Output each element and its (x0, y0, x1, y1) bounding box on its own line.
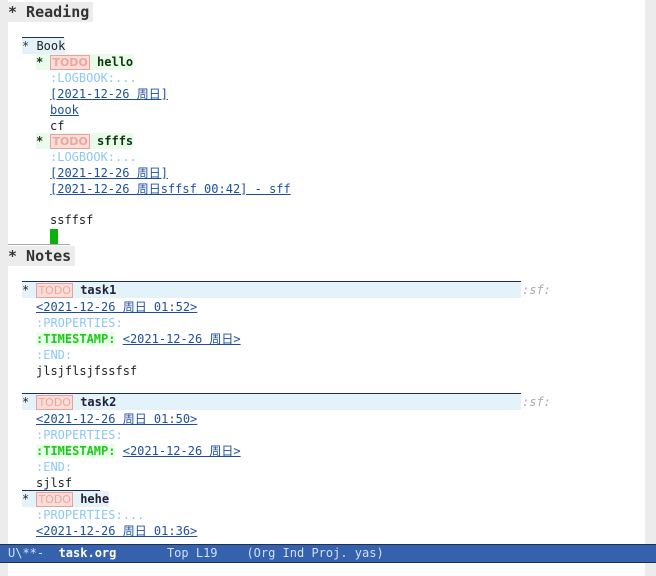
property-key: :TIMESTAMP: (36, 332, 116, 346)
tag[interactable]: :sf: (522, 395, 551, 409)
clock-link[interactable]: [2021-12-26 周日sffsf 00:42] - sff (50, 182, 291, 196)
timestamp-link[interactable]: <2021-12-26 周日 01:36> (36, 524, 198, 538)
heading-hehe[interactable]: * TODO hehe (22, 491, 110, 507)
properties-drawer[interactable]: :PROPERTIES:... (36, 508, 145, 522)
modeline-state: U\**- (8, 546, 45, 560)
properties-drawer[interactable]: :PROPERTIES: (36, 428, 123, 442)
body-text: cf (50, 119, 65, 133)
timestamp-link[interactable]: [2021-12-26 周日] (50, 166, 168, 180)
book-title: Book (36, 39, 66, 53)
heading-task2[interactable]: * TODO task2 (22, 394, 521, 410)
task2-title: task2 (80, 395, 117, 409)
right-fringe (645, 0, 656, 576)
left-fringe (0, 0, 8, 576)
timestamp-link[interactable]: <2021-12-26 周日 01:50> (36, 412, 198, 426)
timestamp-link[interactable]: <2021-12-26 周日 01:52> (36, 300, 198, 314)
drawer-end: :END: (36, 348, 73, 362)
heading-book[interactable]: * Book (22, 38, 66, 54)
heading-reading[interactable]: * Reading (8, 2, 94, 22)
book-link[interactable]: book (50, 103, 79, 117)
heading-task1[interactable]: * TODO task1 (22, 282, 521, 298)
hehe-title: hehe (80, 492, 110, 506)
logbook-drawer[interactable]: :LOGBOOK:... (50, 150, 137, 164)
heading-hello[interactable]: * TODO hello (36, 54, 134, 70)
timestamp-link[interactable]: [2021-12-26 周日] (50, 87, 168, 101)
property-timestamp: :TIMESTAMP: <2021-12-26 周日> (36, 443, 241, 459)
tag[interactable]: :sf: (522, 283, 551, 297)
heading-sfffs[interactable]: * TODO sfffs (36, 133, 134, 149)
sfffs-title: sfffs (97, 134, 134, 148)
properties-drawer[interactable]: :PROPERTIES: (36, 316, 123, 330)
mode-line[interactable]: U\**- task.org Top L19 (Org Ind Proj. ya… (0, 544, 656, 563)
modeline-modes[interactable]: (Org Ind Proj. yas) (246, 546, 384, 560)
body-text: sjlsf (36, 476, 73, 490)
todo-keyword[interactable]: TODO (50, 134, 90, 149)
todo-keyword[interactable]: TODO (36, 283, 73, 298)
property-value-link[interactable]: <2021-12-26 周日> (122, 444, 241, 458)
text-cursor (50, 229, 58, 244)
body-text: ssffsf (50, 213, 94, 227)
heading-notes[interactable]: * Notes (8, 246, 76, 266)
property-value-link[interactable]: <2021-12-26 周日> (122, 332, 241, 346)
modeline-buffer[interactable]: task.org (58, 546, 117, 560)
todo-keyword[interactable]: TODO (36, 395, 73, 410)
hello-title: hello (97, 55, 134, 69)
body-text: jlsjflsjfssfsf (36, 364, 138, 378)
property-key: :TIMESTAMP: (36, 444, 116, 458)
modeline-position: Top L19 (166, 546, 218, 560)
logbook-drawer[interactable]: :LOGBOOK:... (50, 71, 137, 85)
property-timestamp: :TIMESTAMP: <2021-12-26 周日> (36, 331, 241, 347)
todo-keyword[interactable]: TODO (36, 492, 73, 507)
todo-keyword[interactable]: TODO (50, 55, 90, 70)
task1-title: task1 (80, 283, 117, 297)
drawer-end: :END: (36, 460, 73, 474)
